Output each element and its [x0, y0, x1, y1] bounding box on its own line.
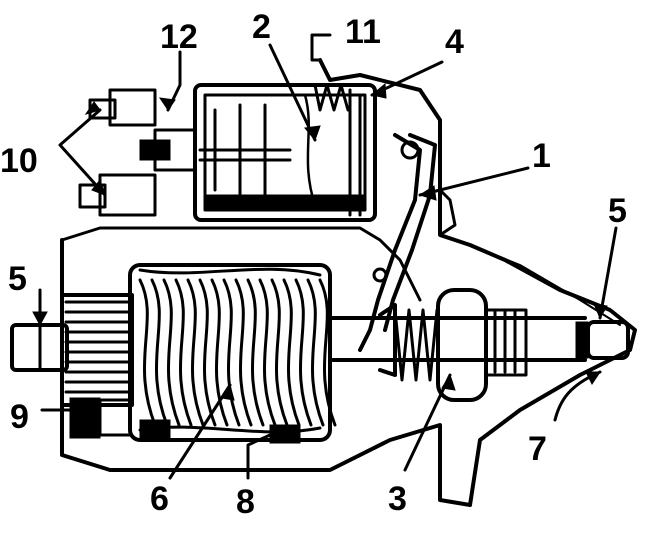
callout-3: 3 — [388, 480, 407, 518]
callout-8: 8 — [236, 483, 255, 521]
armature-winding-line — [258, 278, 277, 427]
armature-winding-line — [138, 278, 157, 427]
callout-5-right: 5 — [608, 192, 627, 230]
left-shaft-bearing — [10, 323, 69, 372]
armature-winding-line — [294, 278, 313, 427]
commutator — [60, 293, 134, 407]
brush-holder — [69, 397, 301, 444]
armature-winding-line — [162, 278, 181, 427]
callout-labels: 12 2 11 4 10 1 5 5 9 6 8 3 7 — [0, 8, 627, 521]
callout-2: 2 — [252, 8, 271, 46]
armature-winding-line — [210, 278, 229, 427]
callout-5-left: 5 — [8, 260, 27, 298]
callout-4: 4 — [445, 23, 464, 61]
armature-winding-line — [234, 278, 253, 427]
armature-winding-line — [246, 278, 265, 427]
right-shaft-bushing — [575, 320, 630, 360]
armature-winding-line — [222, 278, 241, 427]
drive-shaft — [328, 316, 587, 362]
armature-winding-line — [318, 278, 337, 427]
pinion-gear — [436, 288, 528, 402]
overrunning-clutch — [378, 303, 439, 382]
armature — [128, 263, 337, 442]
armature-winding-line — [174, 278, 193, 427]
armature-winding-line — [306, 278, 325, 427]
armature-winding-line — [150, 278, 169, 427]
callout-11: 11 — [345, 13, 381, 51]
arrow-heads — [32, 82, 608, 401]
callout-10: 10 — [0, 142, 38, 180]
armature-winding-line — [198, 278, 217, 427]
solenoid-assembly — [193, 83, 377, 222]
armature-winding-line — [270, 278, 289, 427]
callout-7: 7 — [528, 430, 547, 468]
armature-winding-line — [282, 278, 301, 427]
callout-9: 9 — [10, 398, 29, 436]
callout-1: 1 — [532, 137, 551, 175]
callout-12: 12 — [160, 18, 198, 56]
callout-6: 6 — [150, 480, 169, 518]
armature-winding-line — [186, 278, 205, 427]
